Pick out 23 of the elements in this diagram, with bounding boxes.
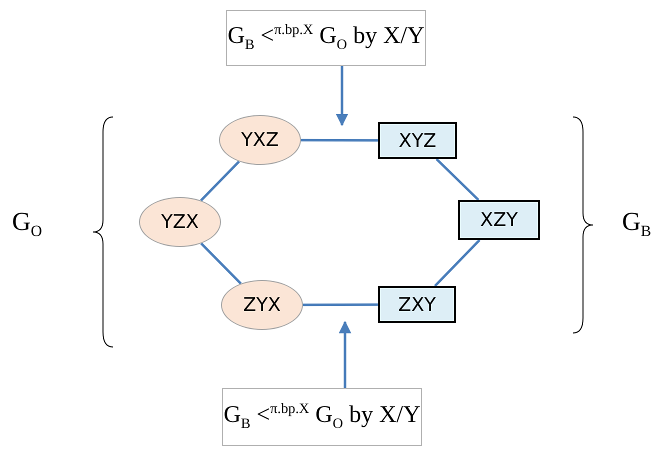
annotation-box	[222, 388, 422, 446]
connector-line	[436, 158, 480, 201]
node-text: ZXY	[398, 294, 436, 316]
node-text: ZYX	[243, 294, 281, 316]
node-text: G$_{B}$ <$^{π.bp.X}$ G$_{O}$ by X/Y	[224, 401, 420, 433]
connector-line	[434, 239, 480, 287]
process-box	[378, 122, 457, 159]
process-box	[458, 200, 540, 240]
set-label: G$_{O}$	[12, 207, 42, 242]
connector-line	[200, 160, 240, 202]
node-text: XYZ	[398, 130, 436, 152]
leader-arrow	[336, 66, 348, 126]
node-text: G$_{B}$ <$^{π.bp.X}$ G$_{O}$ by X/Y	[228, 22, 424, 54]
leader-arrow	[338, 320, 352, 388]
annotation-box	[226, 10, 426, 66]
set-label: G$_{B}$	[622, 207, 652, 242]
connector-line	[303, 303, 378, 306]
process-box	[378, 286, 456, 323]
connector-line	[200, 242, 242, 284]
node-text: XZY	[480, 209, 518, 231]
node-text: YXZ	[241, 129, 279, 151]
connector-line	[301, 138, 378, 142]
node-text: YZX	[161, 211, 199, 233]
